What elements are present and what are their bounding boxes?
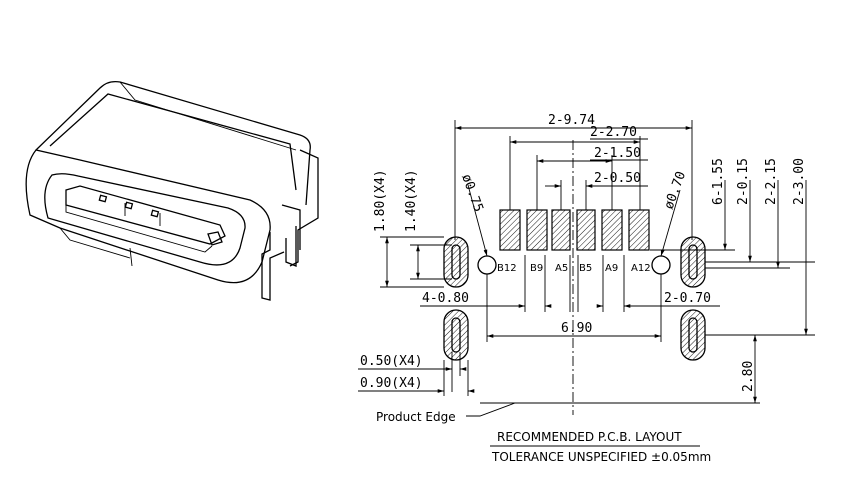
dim-hole-075: ø0.75 (458, 172, 485, 214)
dim-slot-h-140: 1.40(X4) (404, 169, 419, 232)
dim-slot-w-070: 2-0.70 (664, 291, 711, 306)
tolerance-note: TOLERANCE UNSPECIFIED ±0.05mm (491, 450, 711, 464)
dim-slot-w-080: 4-0.80 (422, 291, 469, 306)
dim-v-300: 2-3.00 (792, 158, 807, 205)
pin-label: A9 (605, 263, 618, 274)
dim-slot-050: 0.50(X4) (360, 354, 423, 369)
pin-label: B12 (497, 263, 517, 274)
dim-slot-090: 0.90(X4) (360, 376, 423, 391)
product-edge-label: Product Edge (376, 410, 456, 424)
pad (628, 209, 650, 251)
layout-title: RECOMMENDED P.C.B. LAYOUT (497, 430, 682, 444)
pad (499, 209, 521, 251)
pad (576, 209, 596, 251)
dim-v-155: 6-1.55 (711, 158, 726, 205)
hole-left (477, 255, 497, 275)
connector-3d-view (25, 80, 319, 301)
slot-lower-left (443, 309, 469, 361)
pin-label: A12 (631, 263, 651, 274)
pin-label: B9 (530, 263, 543, 274)
dim-hole-span: 6.90 (561, 321, 592, 336)
pin-label: B5 (579, 263, 592, 274)
pin-labels: B12 B9 A5 B5 A9 A12 (497, 263, 651, 274)
dim-span-150: 2-1.50 (594, 146, 641, 161)
dim-v-215: 2-2.15 (764, 158, 779, 205)
pcb-layout: 2-9.74 2-2.70 2-1.50 2-0.50 ø0.75 ø0.70 … (358, 113, 815, 464)
dim-edge-280: 2.80 (741, 361, 756, 392)
pin-label: A5 (555, 263, 568, 274)
dim-span-270: 2-2.70 (590, 125, 637, 140)
dim-v-015: 2-0.15 (736, 158, 751, 205)
dim-slot-h-180: 1.80(X4) (373, 169, 388, 232)
pad (551, 209, 571, 251)
hole-right (651, 255, 671, 275)
dim-pitch-total: 2-9.74 (548, 113, 595, 128)
pad (526, 209, 548, 251)
dim-hole-070: ø0.70 (662, 169, 689, 211)
dim-span-050: 2-0.50 (594, 171, 641, 186)
pad (601, 209, 623, 251)
slot-upper-left (443, 236, 469, 288)
